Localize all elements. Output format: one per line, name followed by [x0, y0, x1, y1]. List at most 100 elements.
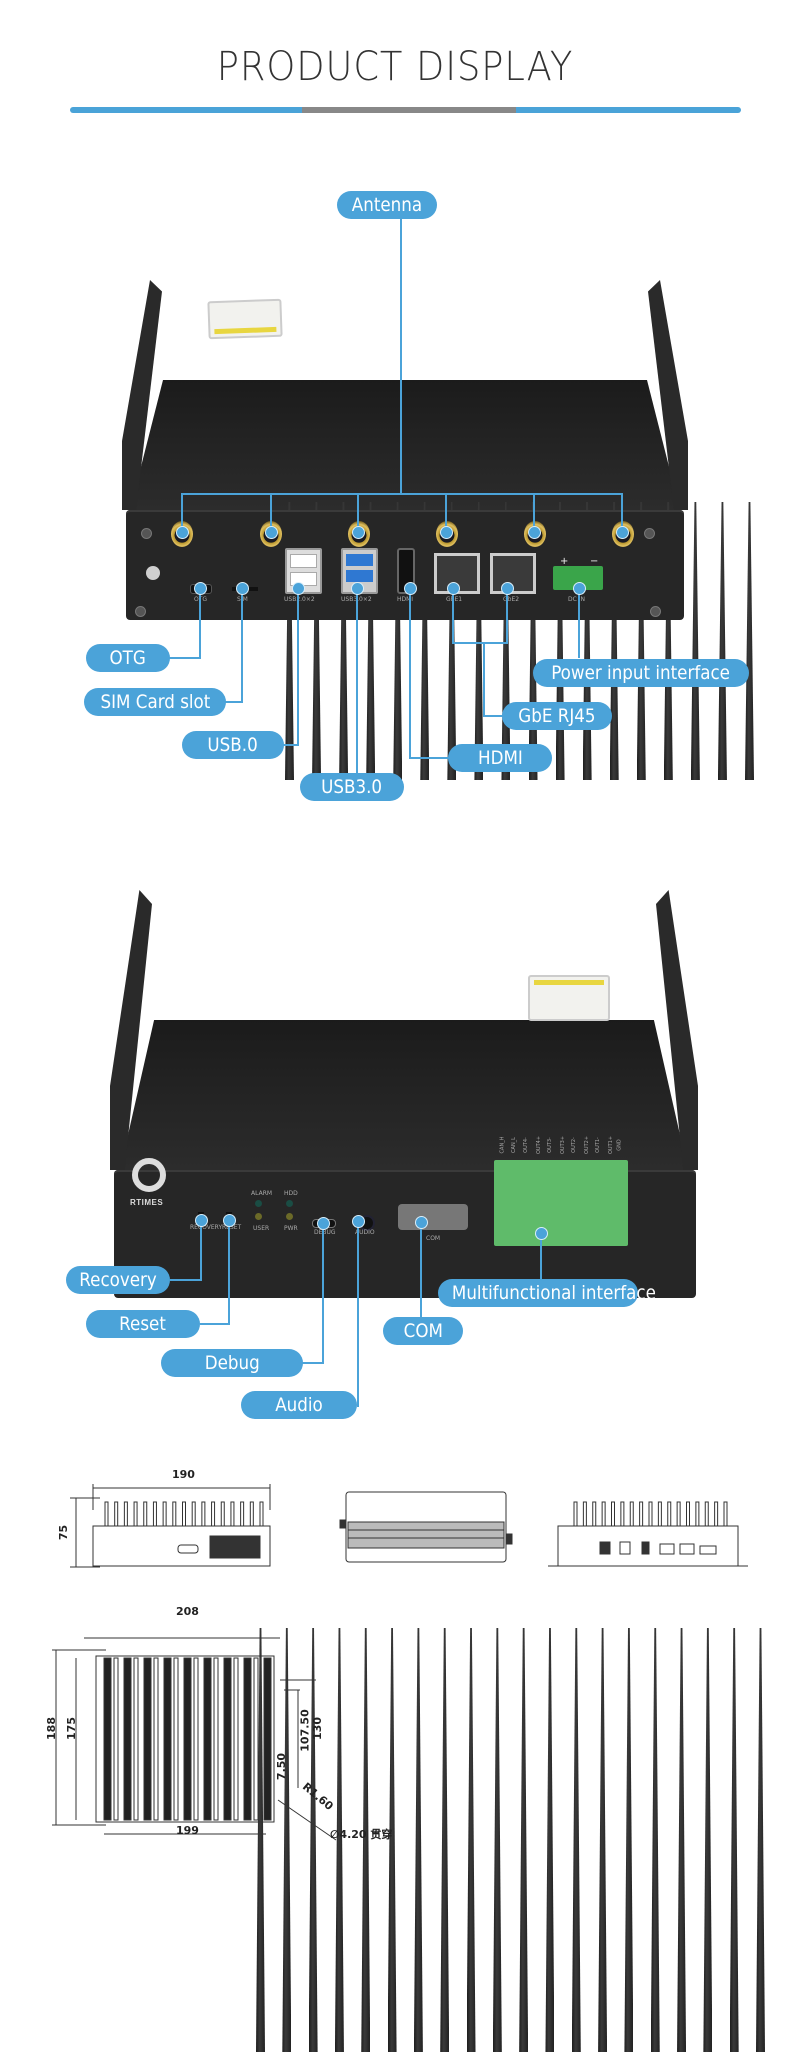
pwr-led: [286, 1213, 293, 1220]
usb20-leader: [283, 744, 299, 746]
sim-leader: [225, 701, 243, 703]
drawing-fin: [249, 1501, 254, 1527]
drawing-fin: [162, 1501, 167, 1527]
heatsink-fin: [609, 502, 619, 780]
drawing-fin: [686, 1501, 690, 1527]
heatsink-body: [130, 380, 680, 510]
heatsink-fin: [582, 502, 592, 780]
drawing-fin: [182, 1501, 186, 1527]
callout-gbe-text: GbE RJ45: [518, 705, 596, 727]
dimension-drawing-top: [52, 1637, 337, 1841]
usb20-marker: [292, 582, 305, 595]
drawing-fin: [240, 1501, 245, 1527]
audio-label: AUDIO: [355, 1229, 375, 1236]
heatsink-fin: [663, 502, 673, 780]
antenna-leader-drop: [621, 493, 623, 528]
title-underline-left: [70, 107, 302, 113]
panel-screw: [644, 528, 655, 539]
callout-hdmi: HDMI: [448, 744, 552, 772]
dimension-drawing-front: [70, 1484, 271, 1568]
callout-recovery: Recovery: [66, 1266, 170, 1294]
callout-debug-text: Debug: [204, 1352, 260, 1374]
multifunction-terminal-block: [494, 1160, 628, 1246]
callout-reset-text: Reset: [119, 1313, 167, 1335]
drawing-fin: [191, 1501, 196, 1527]
antenna-marker: [528, 526, 541, 539]
heatsink-fin: [650, 1628, 660, 2052]
hdmi-leader: [409, 757, 449, 759]
power-marker: [573, 582, 586, 595]
sim-leader: [241, 588, 243, 702]
multi-leader: [540, 1233, 542, 1283]
title-underline-right: [516, 107, 741, 113]
drawing-fin: [723, 1501, 728, 1527]
heatsink-fin: [598, 1628, 608, 2052]
page-title: PRODUCT DISPLAY: [216, 44, 574, 90]
drawing-fin: [123, 1501, 128, 1527]
reset-leader: [200, 1323, 230, 1325]
user-label: USER: [253, 1225, 270, 1232]
callout-debug: Debug: [161, 1349, 303, 1377]
antenna-marker: [176, 526, 189, 539]
heatsink-fin: [440, 1628, 450, 2052]
heatsink-fin: [519, 1628, 529, 2052]
com-port: [398, 1204, 468, 1230]
gbe-leader: [452, 642, 508, 644]
power-leader: [578, 588, 580, 658]
dim-top-width: 208: [176, 1605, 199, 1618]
title-underline-middle: [302, 107, 516, 113]
drawing-fin: [220, 1501, 225, 1527]
heatsink-fin: [312, 502, 322, 780]
terminal-label: CAN_H: [499, 1136, 506, 1154]
drawing-fin: [203, 1657, 212, 1821]
drawing-fin: [213, 1657, 219, 1821]
callout-audio-text: Audio: [275, 1394, 323, 1416]
hdmi-marker: [404, 582, 417, 595]
drawing-fin: [582, 1501, 587, 1527]
heatsink-fin: [501, 502, 511, 780]
panel-screw: [141, 528, 152, 539]
antenna-marker: [265, 526, 278, 539]
recovery-leader: [200, 1220, 202, 1280]
debug-leader: [302, 1362, 324, 1364]
drawing-fin: [611, 1501, 615, 1527]
alarm-led: [255, 1200, 262, 1207]
recovery-leader: [170, 1279, 202, 1281]
dimension-drawing-side: [339, 1491, 513, 1563]
terminal-label: OUT1+: [608, 1135, 615, 1155]
alarm-label: ALARM: [251, 1190, 273, 1197]
dc-port-label: DC IN: [568, 596, 585, 603]
gbe2-port-label: GbE2: [503, 596, 520, 603]
drawing-fin: [704, 1501, 709, 1527]
drawing-fin: [573, 1501, 578, 1527]
antenna-leader-drop: [533, 493, 535, 528]
heatsink-fin: [703, 1628, 713, 2052]
callout-otg-text: OTG: [109, 647, 147, 669]
antenna-leader-drop: [181, 493, 183, 528]
gbe1-port-label: GbE1: [446, 596, 463, 603]
antenna-leader-vertical: [400, 218, 402, 494]
reset-marker: [223, 1214, 236, 1227]
recovery-label: RECOVERY: [190, 1224, 223, 1231]
debug-leader: [322, 1223, 324, 1363]
debug-marker: [317, 1217, 330, 1230]
dim-bottom-width: 199: [176, 1824, 199, 1837]
heatsink-fin: [528, 502, 538, 780]
callout-gbe: GbE RJ45: [502, 702, 612, 730]
drawing-fin: [667, 1501, 672, 1527]
drawing-fin: [223, 1657, 232, 1821]
recovery-marker: [195, 1214, 208, 1227]
dim-hole-spacing-b: 130: [310, 1717, 324, 1740]
otg-leader: [169, 657, 201, 659]
warning-sticker: [528, 975, 610, 1021]
heatsink-fin: [361, 1628, 371, 2052]
dim-top-depth-outer: 188: [44, 1717, 58, 1740]
gbe-leader: [506, 588, 508, 643]
callout-hdmi-text: HDMI: [477, 747, 523, 769]
drawing-fin: [173, 1657, 179, 1821]
heatsink-fin: [366, 502, 376, 780]
drawing-fin: [183, 1657, 192, 1821]
gbe1-marker: [447, 582, 460, 595]
terminal-label: OUT3+: [560, 1135, 567, 1155]
heatsink-fin: [308, 1628, 318, 2052]
